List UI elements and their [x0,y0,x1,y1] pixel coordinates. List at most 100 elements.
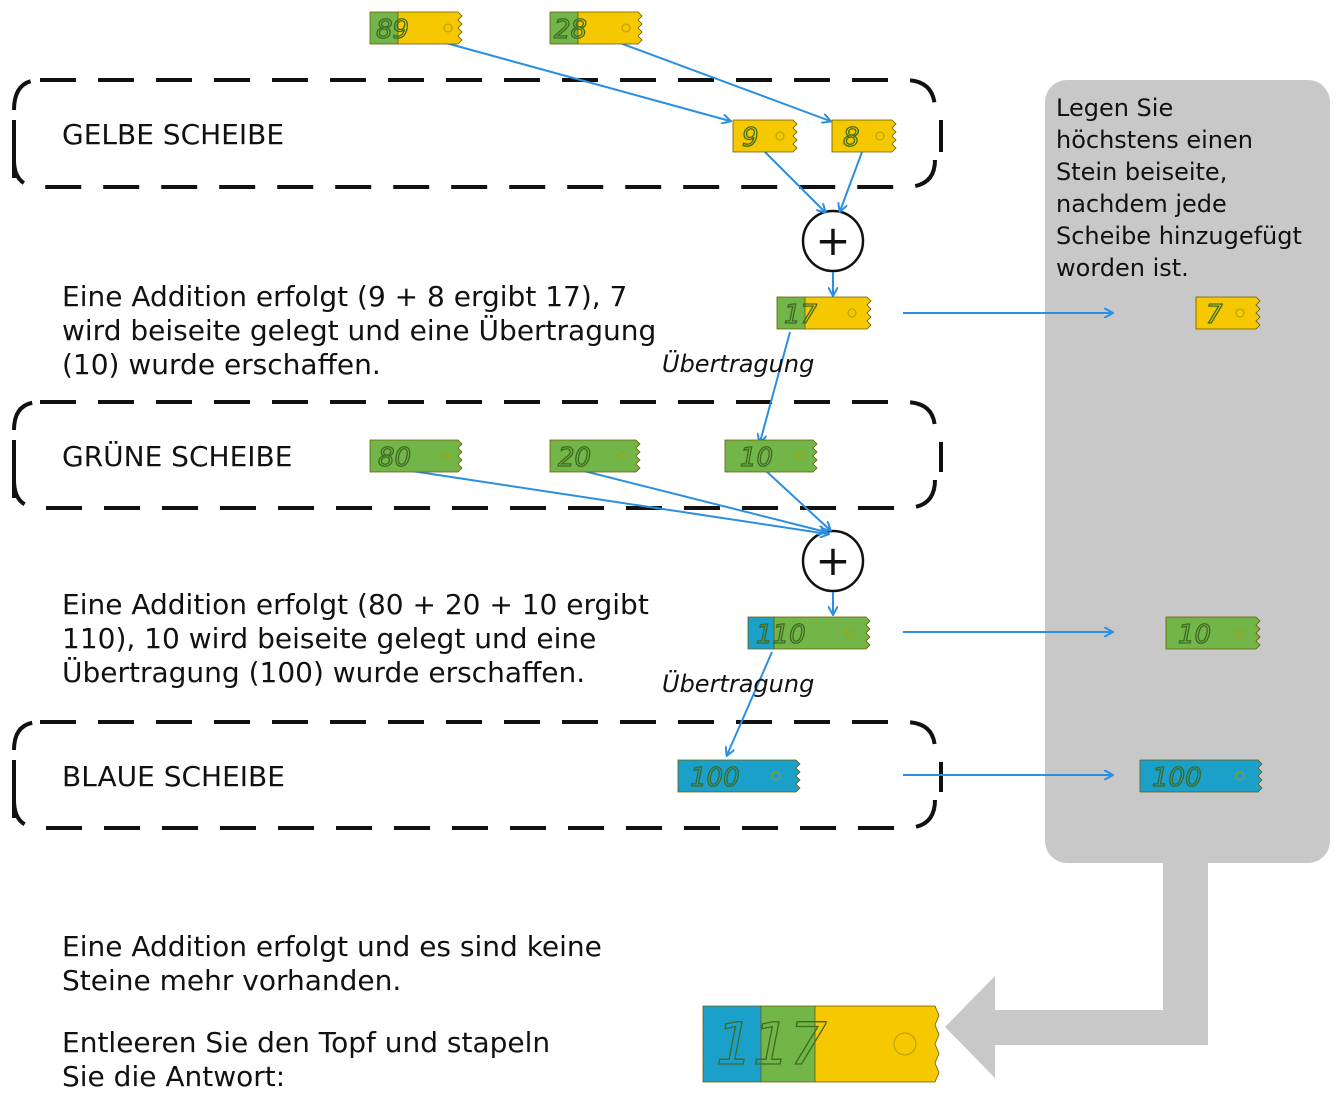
arrow-carry-100 [727,651,773,755]
group-box-green [12,400,937,510]
step3-line1: Eine Addition erfolgt und es sind keine [62,930,602,963]
tile-input-89-digits: 89 [376,15,409,45]
tile-set-aside-7-digits: 7 [1206,300,1223,330]
plus-circle-2: + [801,529,865,593]
arrow-8-to-plus [840,151,863,211]
arrow-80-to-plus [404,469,828,534]
tile-set-aside-10-digits: 10 [1178,620,1211,650]
tile-input-89-segment [397,11,463,45]
tile-set-aside-100-segment [1139,759,1263,793]
tile-green-20: 20 [549,439,641,474]
tile-yellow-9-segment [732,119,798,153]
step2-text: Eine Addition erfolgt (80 + 20 + 10 ergi… [62,588,649,690]
tile-sum-110: 110 [747,616,871,651]
tile-set-aside-10: 10 [1165,616,1261,651]
tile-sum-17-segment [804,296,872,330]
tile-blue-100-segment [677,759,801,793]
tile-blue-100-digits: 100 [690,763,740,793]
step1-text: Eine Addition erfolgt (9 + 8 ergibt 17),… [62,280,656,382]
step1-line3: (10) wurde erschaffen. [62,348,381,381]
tile-input-89: 89 [369,11,463,46]
step2-line3: Übertragung (100) wurde erschaffen. [62,656,586,689]
tile-sum-17-digits: 17 [784,300,818,330]
plus-circle-1: + [801,209,865,273]
step4-line1: Entleeren Sie den Topf und stapeln [62,1026,551,1059]
step2-line1: Eine Addition erfolgt (80 + 20 + 10 ergi… [62,588,649,621]
tile-hole [847,308,857,318]
tile-set-aside-100-digits: 100 [1152,763,1202,793]
tile-input-28-segment [577,11,643,45]
tile-set-aside-10-segment [1165,616,1261,650]
carry-label-1: Übertragung [662,350,815,378]
tile-green-20-digits: 20 [558,443,591,473]
tile-hole [617,451,627,461]
step1-line1: Eine Addition erfolgt (9 + 8 ergibt 17),… [62,280,628,313]
side-note-line4: nachdem jede [1056,190,1227,218]
tile-green-10-segment [724,439,818,473]
arrow-89-to-9 [434,39,730,121]
green-disc-label: GRÜNE SCHEIBE [62,440,293,473]
tile-hole [771,771,781,781]
tiles-layer: 89 28 9 8 17 7 80 20 10 110 10 100 100 117 [369,11,1263,1083]
tile-hole [893,1032,917,1056]
group-box-blue [12,720,937,830]
side-note-line3: Stein beiseite, [1056,158,1228,186]
big-answer-arrow [945,860,1208,1078]
step4-line2: Sie die Antwort: [62,1060,286,1093]
tile-yellow-9: 9 [732,119,798,154]
yellow-disc-label: GELBE SCHEIBE [62,118,285,151]
step1-line2: wird beiseite gelegt und eine Übertragun… [62,314,657,347]
side-note: Legen Sie höchstens einen Stein beiseite… [1056,92,1336,284]
carry-label-2: Übertragung [662,670,815,698]
tile-hole [443,23,453,33]
arrow-10-to-plus [764,469,830,530]
tile-green-10-digits: 10 [740,443,773,473]
tile-green-80: 80 [369,439,463,474]
tile-set-aside-100: 100 [1139,759,1263,794]
tile-green-80-segment [369,439,463,473]
tile-green-20-segment [549,439,641,473]
tile-sum-110-digits: 110 [756,620,806,650]
tile-yellow-8: 8 [831,119,897,154]
tile-hole [795,451,805,461]
arrow-carry-10 [760,331,791,442]
tile-hole [775,131,785,141]
tile-hole [875,131,885,141]
tile-hole [1235,628,1245,638]
tile-hole [845,628,855,638]
tile-answer-117-segment [814,1005,940,1083]
side-note-line2: höchstens einen [1056,126,1253,154]
tile-hole [621,23,631,33]
arrow-9-to-plus [764,151,825,212]
tile-hole [440,451,450,461]
side-note-line6: worden ist. [1056,254,1189,282]
plus-sign-2: + [815,536,850,585]
tile-yellow-9-digits: 9 [742,123,759,153]
side-note-line1: Legen Sie [1056,94,1174,122]
plus-sign-1: + [815,216,850,265]
step4-text: Entleeren Sie den Topf und stapeln Sie d… [62,1026,550,1094]
side-panel [1045,80,1330,863]
tile-green-80-digits: 80 [378,443,411,473]
tile-set-aside-7: 7 [1195,296,1261,331]
tile-sum-110-segment [773,616,871,650]
tile-hole [1235,771,1245,781]
tile-hole [1235,308,1245,318]
tile-green-10: 10 [724,439,818,474]
step3-line2: Steine mehr vorhanden. [62,964,402,997]
tile-blue-100: 100 [677,759,801,794]
tile-answer-117-digits: 117 [716,1010,827,1078]
side-note-line5: Scheibe hinzugefügt [1056,222,1302,250]
step2-line2: 110), 10 wird beiseite gelegt und eine [62,622,597,655]
tile-sum-17: 17 [776,296,872,331]
arrow-28-to-8 [611,39,830,121]
tile-answer-117: 117 [702,1005,940,1083]
tile-input-28: 28 [549,11,643,46]
arrow-20-to-plus [579,469,826,532]
blue-disc-label: BLAUE SCHEIBE [62,760,285,793]
tile-set-aside-7-segment [1195,296,1261,330]
group-box-yellow [12,78,937,189]
tile-yellow-8-segment [831,119,897,153]
tile-yellow-8-digits: 8 [843,123,860,153]
